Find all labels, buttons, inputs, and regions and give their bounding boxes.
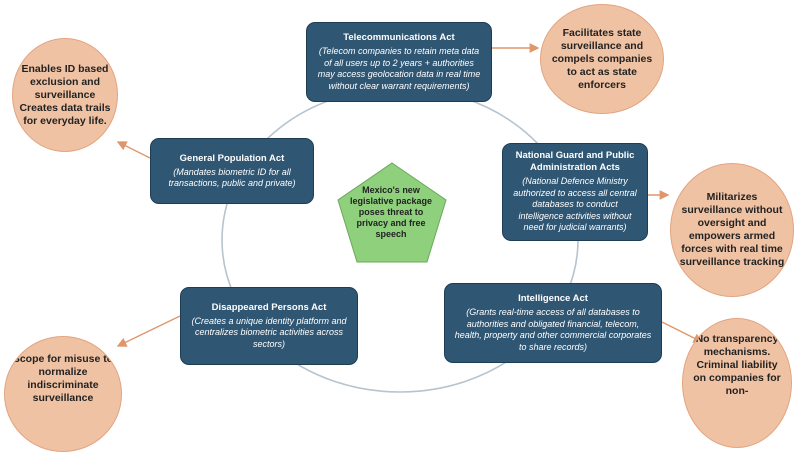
impact-text: No transparency mechanisms. Criminal lia… bbox=[693, 333, 781, 397]
act-description: (Mandates biometric ID for all transacti… bbox=[168, 166, 296, 189]
impact-circle-population: Enables ID based exclusion and surveilla… bbox=[12, 38, 118, 152]
act-title: Disappeared Persons Act bbox=[211, 301, 327, 313]
act-title: National Guard and Public Administration… bbox=[515, 150, 635, 174]
act-box-population: General Population Act (Mandates biometr… bbox=[150, 138, 314, 204]
impact-circle-intelligence: No transparency mechanisms. Criminal lia… bbox=[682, 318, 792, 448]
impact-circle-national-guard: Militarizes surveillance without oversig… bbox=[670, 163, 794, 297]
impact-text: Militarizes surveillance without oversig… bbox=[679, 191, 785, 268]
act-description: (Grants real-time access of all database… bbox=[454, 307, 652, 352]
act-title: General Population Act bbox=[179, 152, 285, 164]
legislation-diagram: Mexico's new legislative package poses t… bbox=[4, 4, 794, 452]
act-box-disappeared: Disappeared Persons Act (Creates a uniqu… bbox=[180, 287, 358, 365]
act-box-national-guard: National Guard and Public Administration… bbox=[502, 143, 648, 241]
impact-circle-telecom: Facilitates state surveillance and compe… bbox=[540, 4, 664, 114]
act-description: (Creates a unique identity platform and … bbox=[191, 315, 347, 349]
act-title: Intelligence Act bbox=[518, 293, 588, 304]
arrow-population bbox=[116, 141, 151, 159]
center-text: Mexico's new legislative package poses t… bbox=[349, 185, 433, 239]
act-description: (Telecom companies to retain meta data o… bbox=[317, 46, 481, 91]
impact-circle-disappeared: Scope for misuse to normalize indiscrimi… bbox=[4, 336, 122, 452]
center-pentagon bbox=[337, 162, 447, 263]
act-box-intelligence: Intelligence Act (Grants real-time acces… bbox=[444, 283, 662, 363]
impact-text: Facilitates state surveillance and compe… bbox=[551, 26, 653, 91]
impact-text: Enables ID based exclusion and surveilla… bbox=[19, 62, 111, 127]
impact-text: Scope for misuse to normalize indiscrimi… bbox=[12, 353, 114, 404]
act-description: (National Defence Ministry authorized to… bbox=[513, 176, 637, 233]
arrow-disappeared bbox=[116, 315, 181, 347]
act-title: Telecommunications Act bbox=[343, 32, 455, 43]
act-box-telecom: Telecommunications Act (Telecom companie… bbox=[306, 22, 492, 102]
